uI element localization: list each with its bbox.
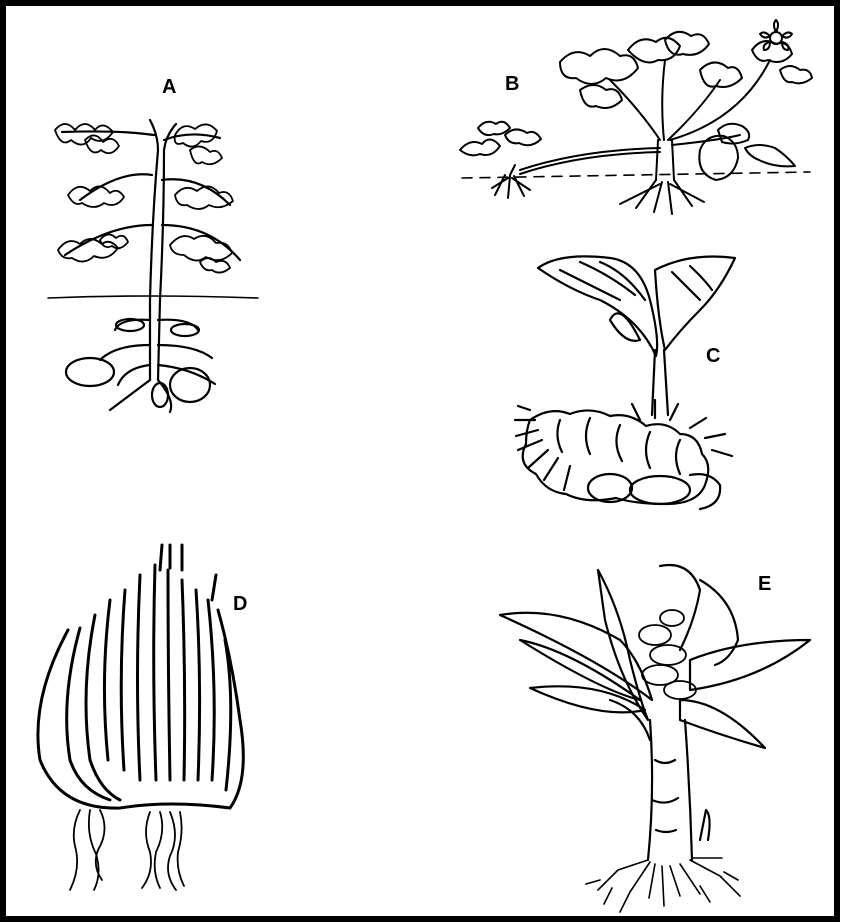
panel-label-e: E <box>758 574 771 594</box>
panel-label-c: C <box>706 346 720 366</box>
panel-label-b: B <box>505 74 519 94</box>
panel-label-a: A <box>162 77 176 97</box>
banana-sucker-plant-icon <box>500 565 810 912</box>
potato-plant-with-tubers-icon <box>48 120 258 412</box>
strawberry-plant-with-runner-icon <box>460 20 812 214</box>
ginger-rhizome-icon <box>515 256 735 509</box>
onion-bulb-icon <box>38 545 243 890</box>
panel-label-d: D <box>233 594 247 614</box>
